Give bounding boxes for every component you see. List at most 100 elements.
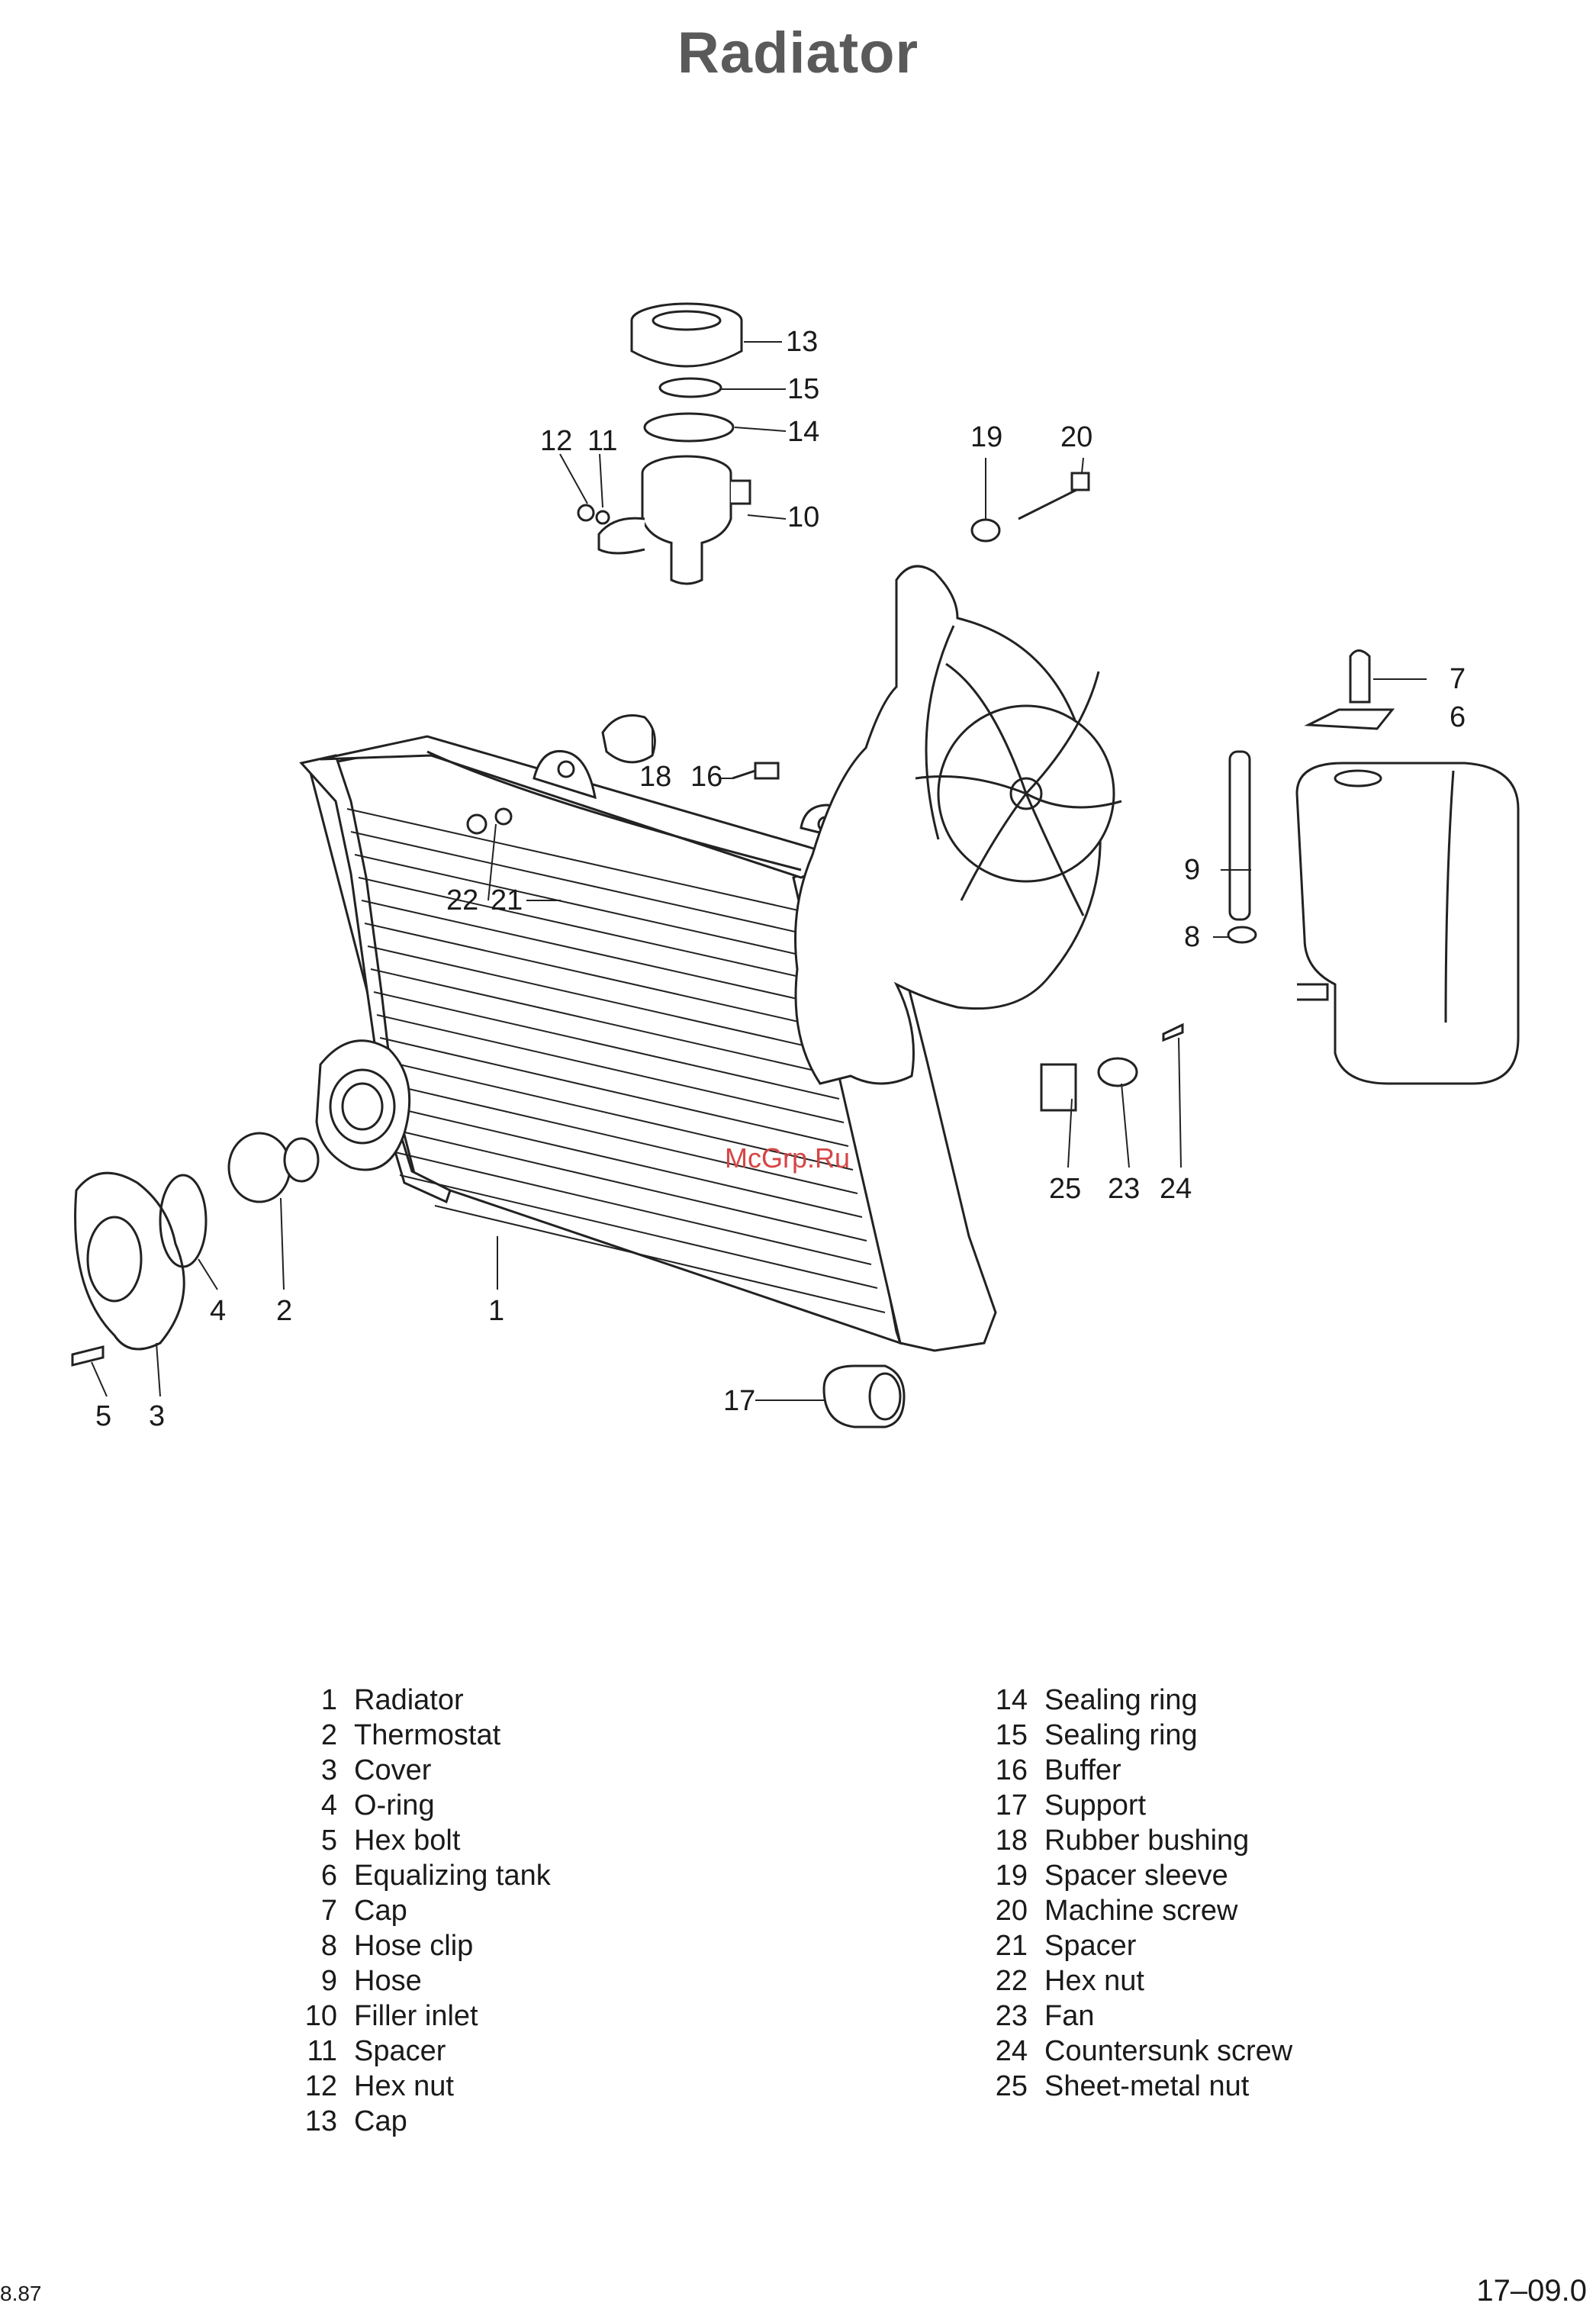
legend-item: 9 Hose <box>290 1963 551 1999</box>
small-parts <box>71 472 1184 1428</box>
legend-num: 8 <box>320 1930 337 1962</box>
legend-num: 21 <box>995 1930 1028 1962</box>
legend-label: Hose <box>354 1965 422 1997</box>
callout-19: 19 <box>970 421 1002 453</box>
legend-label: Hex bolt <box>354 1825 461 1857</box>
callout-6: 6 <box>1450 701 1466 733</box>
legend-item: 1 Radiator <box>290 1683 551 1718</box>
legend-item: 19 Spacer sleeve <box>980 1858 1292 1893</box>
fan-part <box>794 565 1122 1085</box>
legend-item: 20 Machine screw <box>980 1893 1292 1928</box>
legend-label: Cap <box>354 1895 407 1927</box>
legend-item: 7 Cap <box>290 1893 551 1928</box>
legend-num: 2 <box>320 1719 337 1751</box>
legend-item: 8 Hose clip <box>290 1928 551 1963</box>
legend-item: 10 Filler inlet <box>290 1999 551 2034</box>
callout-24: 24 <box>1160 1173 1192 1205</box>
callout-21: 21 <box>491 884 523 916</box>
legend-num: 19 <box>995 1860 1028 1892</box>
callout-1: 1 <box>488 1295 504 1327</box>
legend-label: Radiator <box>354 1684 464 1716</box>
legend-label: Spacer <box>1044 1930 1137 1962</box>
callout-8: 8 <box>1184 921 1200 953</box>
legend-num: 11 <box>307 2035 337 2067</box>
callout-10: 10 <box>787 501 819 533</box>
legend-label: Cap <box>354 2105 407 2137</box>
callout-13: 13 <box>786 326 818 358</box>
legend-item: 23 Fan <box>980 1999 1292 2034</box>
legend-label: O-ring <box>354 1789 435 1821</box>
legend-num: 25 <box>995 2070 1028 2102</box>
legend-label: Support <box>1044 1789 1147 1821</box>
legend-num: 22 <box>995 1965 1028 1997</box>
legend-label: Thermostat <box>354 1719 501 1751</box>
callout-23: 23 <box>1108 1173 1140 1205</box>
callout-15: 15 <box>787 373 819 405</box>
legend-label: Filler inlet <box>354 2000 478 2032</box>
callout-4: 4 <box>210 1295 226 1327</box>
legend-item: 13 Cap <box>290 2104 551 2139</box>
legend-num: 4 <box>320 1789 337 1821</box>
legend-label: Buffer <box>1044 1754 1121 1786</box>
legend-num: 16 <box>995 1754 1028 1786</box>
legend-item: 17 Support <box>980 1788 1292 1823</box>
callout-17: 17 <box>723 1385 755 1417</box>
legend-num: 24 <box>995 2035 1028 2067</box>
callout-7: 7 <box>1450 663 1466 695</box>
legend-item: 4 O-ring <box>290 1788 551 1823</box>
radiator-part <box>299 735 997 1352</box>
footer-page-number: 17–09.0 <box>1476 2274 1587 2308</box>
legend-label: Sealing ring <box>1044 1719 1198 1751</box>
legend-label: Hose clip <box>354 1930 474 1962</box>
hose-part <box>1227 750 1257 944</box>
legend-label: Hex nut <box>1044 1965 1144 1997</box>
page-title: Radiator <box>677 21 919 85</box>
legend-label: Sealing ring <box>1044 1684 1198 1716</box>
legend-num: 14 <box>995 1684 1028 1716</box>
legend-num: 5 <box>320 1825 337 1857</box>
legend-label: Sheet-metal nut <box>1044 2070 1250 2102</box>
callout-16: 16 <box>690 761 722 793</box>
legend-label: Spacer sleeve <box>1044 1860 1228 1892</box>
legend-num: 18 <box>995 1825 1028 1857</box>
legend-item: 6 Equalizing tank <box>290 1858 551 1893</box>
legend-label: Equalizing tank <box>354 1860 551 1892</box>
legend-num: 9 <box>320 1965 337 1997</box>
legend-item: 5 Hex bolt <box>290 1823 551 1858</box>
legend-num: 1 <box>320 1684 337 1716</box>
legend-num: 10 <box>304 2000 337 2032</box>
legend-item: 2 Thermostat <box>290 1718 551 1753</box>
callout-22: 22 <box>446 884 478 916</box>
legend-num: 13 <box>304 2105 337 2137</box>
exploded-diagram: 13 15 14 12 11 10 19 20 7 6 18 16 9 8 22… <box>71 302 1520 1432</box>
legend-item: 21 Spacer <box>980 1928 1292 1963</box>
legend-num: 20 <box>995 1895 1028 1927</box>
callout-12: 12 <box>540 425 572 457</box>
watermark: McGrp.Ru <box>725 1142 850 1174</box>
legend-label: Machine screw <box>1044 1895 1238 1927</box>
callout-11: 11 <box>587 425 617 457</box>
legend-item: 25 Sheet-metal nut <box>980 2069 1292 2104</box>
callout-3: 3 <box>149 1400 165 1432</box>
legend-item: 22 Hex nut <box>980 1963 1292 1999</box>
callout-18: 18 <box>639 761 671 793</box>
callout-25: 25 <box>1049 1173 1081 1205</box>
filler-inlet-part <box>577 302 751 585</box>
legend-label: Hex nut <box>354 2070 454 2102</box>
callout-14: 14 <box>787 416 819 448</box>
callouts: 13 15 14 12 11 10 19 20 7 6 18 16 9 8 22… <box>95 326 1466 1432</box>
legend-label: Countersunk screw <box>1044 2035 1293 2067</box>
legend-label: Fan <box>1044 2000 1095 2032</box>
callout-2: 2 <box>276 1295 292 1327</box>
legend-num: 17 <box>995 1789 1028 1821</box>
leader-lines <box>91 341 1427 1401</box>
legend-num: 23 <box>995 2000 1028 2032</box>
legend-num: 7 <box>320 1895 337 1927</box>
legend-num: 6 <box>320 1860 337 1892</box>
legend-num: 3 <box>320 1754 337 1786</box>
